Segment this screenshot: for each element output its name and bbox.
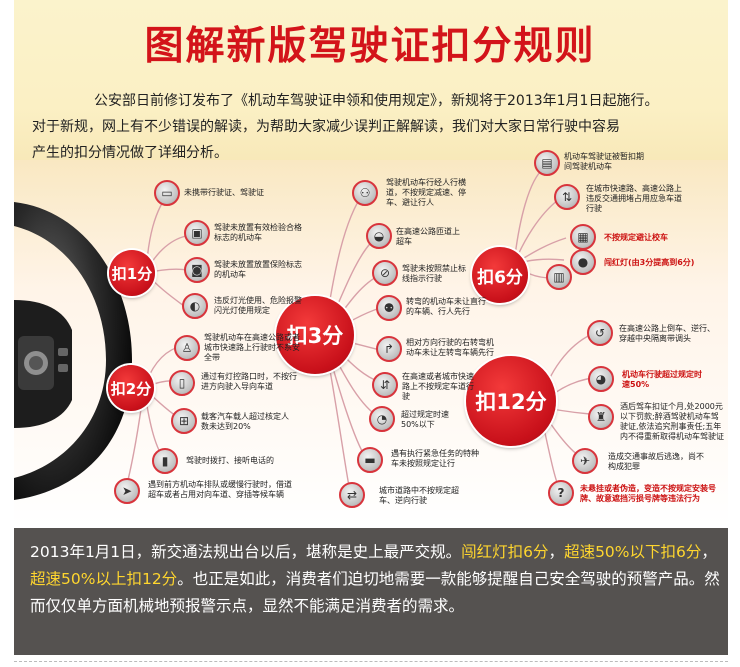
steering-wheel-icon <box>14 202 132 500</box>
right-turn-icon: ↱ <box>376 336 402 362</box>
queue-cutting-icon: ➤ <box>114 478 140 504</box>
highlight-speed-over-50: 超速50%以上扣12分 <box>30 570 178 588</box>
headlight-icon: ◐ <box>182 293 208 319</box>
intro-line-1: 公安部日前修订发布了《机动车驾驶证申领和使用规定》，新规将于2013年1月1日起… <box>94 93 659 109</box>
intro-line-2: 对于新规，网上有不少错误的解读，为帮助大家减少误判正解解读，我们对大家日常行驶中… <box>32 119 620 135</box>
highway-driver-icon: ♙ <box>174 335 200 361</box>
driving-license-icon: ▭ <box>154 180 180 206</box>
bus-passengers-icon: ⊞ <box>171 408 197 434</box>
hub-deduct-2: 扣2分 <box>108 365 154 411</box>
footer-paragraph: 2013年1月1日，新交通法规出台以后，堪称是史上最严交规。闯红灯扣6分，超速5… <box>30 543 720 615</box>
lane-rule-icon: ⇵ <box>372 372 398 398</box>
overspeed-icon: ◕ <box>588 366 614 392</box>
inspection-sticker-icon: ▣ <box>184 220 210 246</box>
school-bus-icon: ▦ <box>570 224 596 250</box>
fake-plate-icon: ? <box>548 480 574 506</box>
page-title: 图解新版驾驶证扣分规则 <box>144 24 596 69</box>
truck-load-icon: ▥ <box>546 264 572 290</box>
hub-deduct-1: 扣1分 <box>109 250 155 296</box>
traffic-light-icon: ▯ <box>169 370 195 396</box>
emergency-vehicle-icon: ▬ <box>357 447 383 473</box>
speedometer-icon: ◔ <box>369 406 395 432</box>
u-turn-icon: ↺ <box>587 320 613 346</box>
drunk-driving-icon: ♜ <box>588 404 614 430</box>
pedestrian-turn-icon: ⚉ <box>376 295 402 321</box>
suspended-license-icon: ▤ <box>534 150 560 176</box>
highlight-red-light: 闯红灯扣6分 <box>461 543 549 561</box>
hub-deduct-12: 扣12分 <box>466 356 556 446</box>
insurance-sticker-icon: ◙ <box>184 257 210 283</box>
highlight-speed-under-50: 超速50%以下扣6分 <box>564 543 702 561</box>
infographic: 扣1分 扣2分 扣3分 扣6分 扣12分 ▭ 未携带行驶证、驾驶证 ▣ 驾驶未放… <box>14 150 728 528</box>
mobile-phone-icon: ▮ <box>152 448 178 474</box>
footer-panel: 2013年1月1日，新交通法规出台以后，堪称是史上最严交规。闯红灯扣6分，超速5… <box>14 528 728 655</box>
hub-deduct-3: 扣3分 <box>276 296 354 374</box>
emergency-lane-icon: ⇅ <box>554 184 580 210</box>
bottom-divider <box>14 661 728 662</box>
intro-line-3: 产生的扣分情况做了详细分析。 <box>32 145 228 161</box>
crosswalk-icon: ⚇ <box>352 180 378 206</box>
hit-and-run-icon: ✈ <box>572 448 598 474</box>
wrong-way-icon: ⇄ <box>339 482 365 508</box>
header-band <box>14 0 728 178</box>
hub-deduct-6: 扣6分 <box>472 247 528 303</box>
highway-ramp-icon: ◒ <box>366 223 392 249</box>
red-light-icon: ● <box>570 249 596 275</box>
no-passing-sign-icon: ⊘ <box>372 260 398 286</box>
intro-paragraph: 公安部日前修订发布了《机动车驾驶证申领和使用规定》，新规将于2013年1月1日起… <box>32 88 712 166</box>
